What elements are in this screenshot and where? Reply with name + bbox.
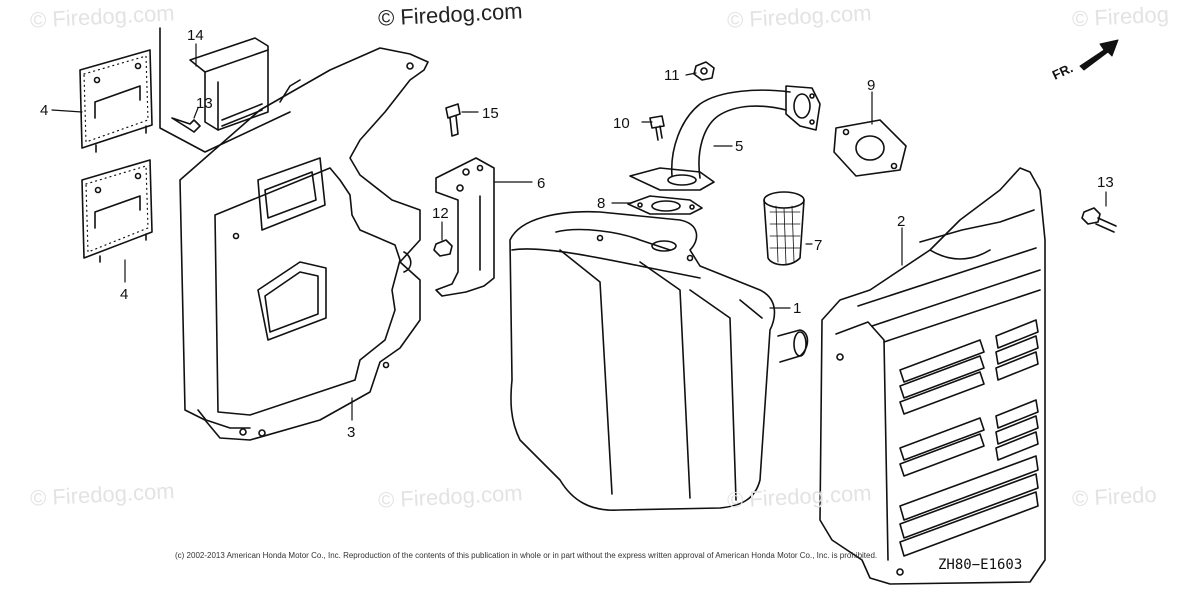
muffler bbox=[509, 210, 809, 511]
callout-13-right: 13 bbox=[1097, 174, 1114, 191]
stay-bracket bbox=[435, 157, 495, 297]
callout-14: 14 bbox=[187, 27, 204, 44]
spark-arrester-screen bbox=[763, 191, 805, 266]
muffler-cover bbox=[819, 167, 1046, 585]
callout-5: 5 bbox=[735, 138, 743, 155]
front-direction-arrow bbox=[1079, 39, 1119, 71]
diagram-code: ZH80−E1603 bbox=[938, 557, 1023, 573]
leader-lines bbox=[51, 43, 1107, 421]
bolt-13-right bbox=[1081, 207, 1117, 233]
watermark-faint: © Firedog bbox=[1071, 1, 1170, 32]
callout-1: 1 bbox=[793, 300, 801, 317]
callout-9: 9 bbox=[867, 77, 875, 94]
bolt-15 bbox=[445, 103, 461, 137]
callout-12: 12 bbox=[432, 205, 449, 222]
port-gasket bbox=[833, 119, 907, 177]
nut-11 bbox=[693, 61, 715, 81]
callout-10: 10 bbox=[613, 115, 630, 132]
muffler-protector bbox=[179, 47, 429, 441]
callout-2: 2 bbox=[897, 213, 905, 230]
exhaust-gasket bbox=[627, 195, 703, 215]
callout-13-left: 13 bbox=[196, 95, 213, 112]
gasket-plate-lower bbox=[81, 159, 153, 263]
nut-12 bbox=[433, 239, 453, 257]
callout-4-upper: 4 bbox=[40, 102, 48, 119]
bolt-10 bbox=[649, 115, 665, 141]
callout-3: 3 bbox=[347, 424, 355, 441]
exhaust-pipe bbox=[629, 85, 821, 191]
callout-labels: 1 2 3 4 4 5 6 7 8 9 10 11 12 13 13 14 15 bbox=[40, 27, 1114, 441]
copyright-notice: (c) 2002-2013 American Honda Motor Co., … bbox=[175, 551, 878, 560]
callout-8: 8 bbox=[597, 195, 605, 212]
callout-4-lower: 4 bbox=[120, 286, 128, 303]
gasket-plate-upper bbox=[79, 49, 153, 153]
watermark-faint: © Firedo bbox=[1071, 481, 1158, 512]
callout-15: 15 bbox=[482, 105, 499, 122]
callout-11: 11 bbox=[664, 67, 680, 84]
callout-7: 7 bbox=[814, 237, 822, 254]
bracket-detail bbox=[159, 27, 291, 153]
callout-6: 6 bbox=[537, 175, 545, 192]
